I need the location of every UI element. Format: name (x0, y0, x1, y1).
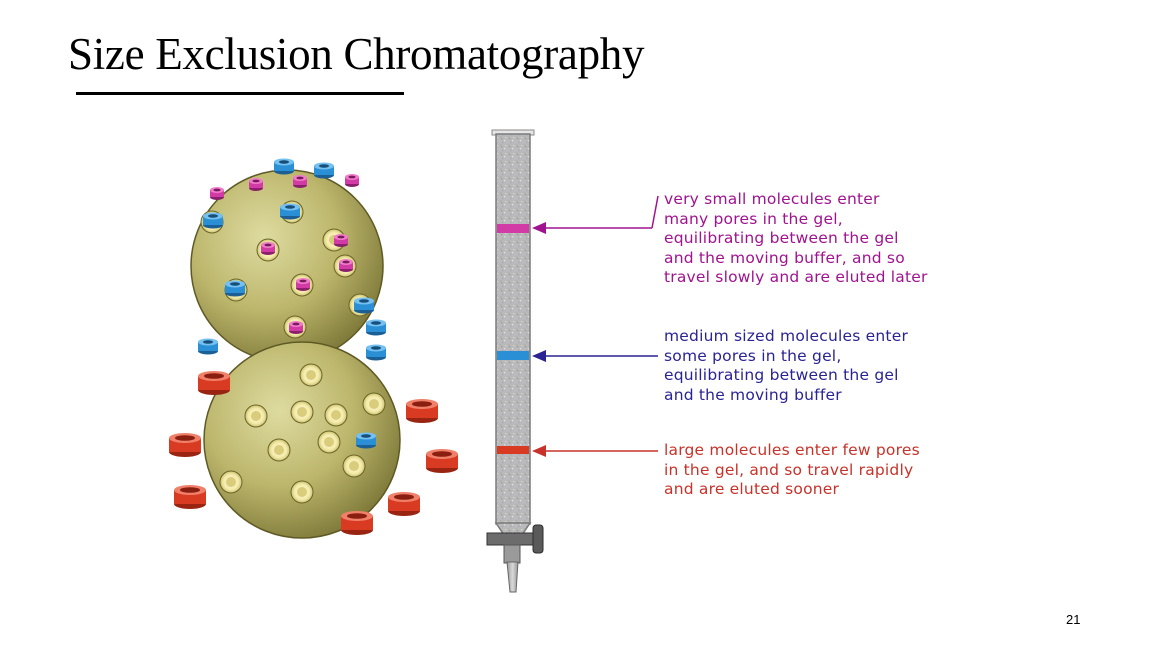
arrow-medium-molecules (532, 350, 658, 362)
chromatography-column (486, 129, 544, 593)
label-medium-molecules: medium sized molecules enter some pores … (664, 327, 908, 405)
label-large-line: in the gel, and so travel rapidly (664, 460, 914, 479)
label-large-line: large molecules enter few pores (664, 441, 920, 459)
slide-title: Size Exclusion Chromatography (68, 29, 645, 79)
label-medium-line: some pores in the gel, (664, 346, 842, 365)
label-medium-line: and the moving buffer (664, 385, 842, 404)
medium-molecules-lower (356, 432, 376, 449)
band-large-molecules (497, 446, 529, 454)
arrow-large-molecules (532, 445, 658, 457)
label-large-line: and are eluted sooner (664, 480, 840, 498)
label-small-line: very small molecules enter (664, 190, 880, 208)
page-number: 21 (1066, 612, 1081, 627)
gel-bead-lower (203, 341, 401, 539)
label-medium-line: equilibrating between the gel (664, 366, 899, 384)
arrow-small-molecules (532, 195, 659, 234)
label-small-line: and the moving buffer, and so (664, 248, 905, 267)
label-small-line: many pores in the gel, (664, 209, 843, 228)
title-underline (76, 92, 404, 95)
label-small-line: travel slowly and are eluted later (664, 268, 928, 286)
label-large-molecules: large molecules enter few pores in the g… (664, 441, 920, 500)
label-medium-line: medium sized molecules enter (664, 327, 909, 345)
label-small-molecules: very small molecules enter many pores in… (664, 190, 928, 288)
band-medium-molecules (497, 351, 529, 360)
band-small-molecules (497, 224, 529, 233)
label-small-line: equilibrating between the gel (664, 229, 899, 247)
